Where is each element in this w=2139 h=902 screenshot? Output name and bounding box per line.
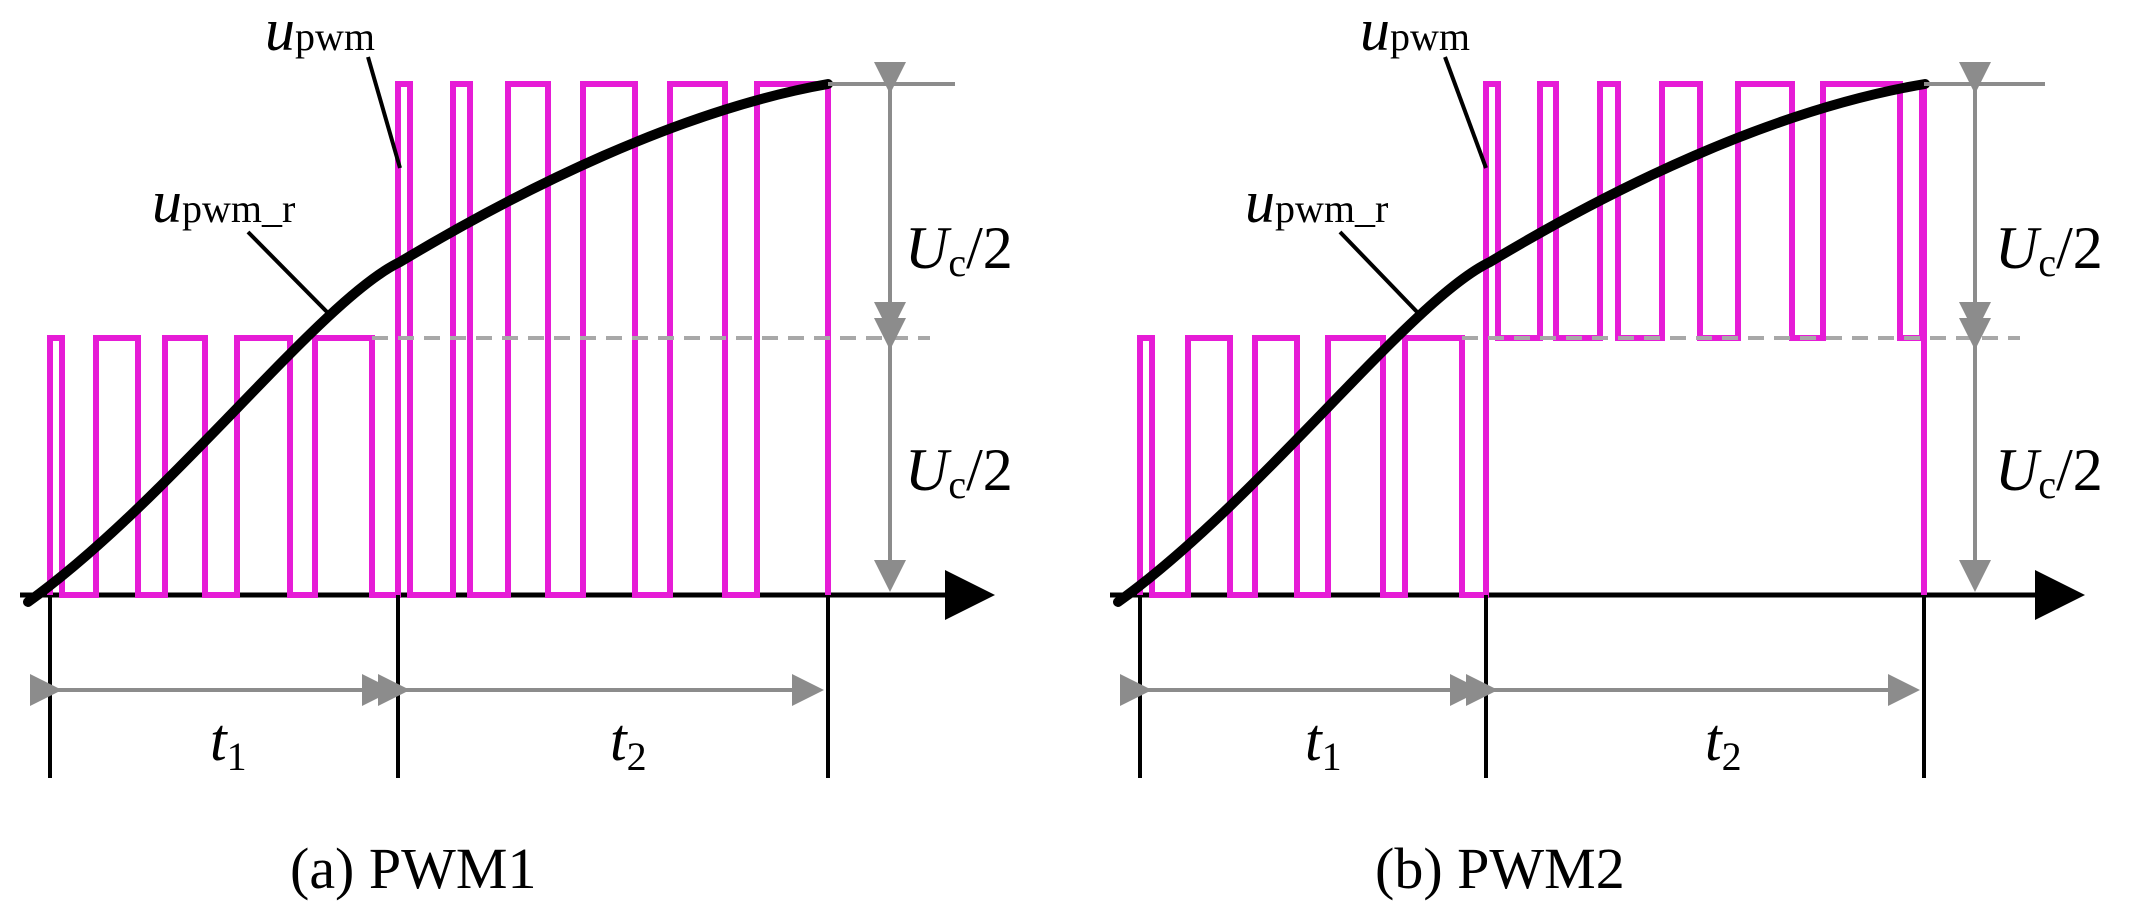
panel-a-upwm-leader bbox=[366, 56, 402, 169]
panel-a-lower-uc-label: Uc/2 bbox=[905, 437, 1013, 507]
panel-b-upwm-leader bbox=[1443, 56, 1488, 169]
panel-b-upwmr-label: upwm_r bbox=[1245, 169, 1388, 235]
panel-a-pwm-waveform bbox=[47, 81, 831, 598]
panel-a-upper-uc-label: Uc/2 bbox=[905, 215, 1013, 285]
panel-a-upwmr-label: upwm_r bbox=[152, 169, 295, 235]
panel-a-upwm-label: upwm bbox=[265, 0, 375, 63]
panel-b-reference-curve bbox=[1113, 79, 1930, 607]
panel-a-upwmr-leader bbox=[246, 230, 332, 317]
panel-a-t1-label: t1 bbox=[210, 707, 247, 779]
panel-a-t2-label: t2 bbox=[610, 707, 647, 779]
panel-b-t1-label: t1 bbox=[1305, 707, 1342, 779]
panel-b-lower-uc-label: Uc/2 bbox=[1995, 437, 2103, 507]
panel-b: upwm upwm_r Uc/2 Uc/2 t1 t2 (b) PWM2 bbox=[1110, 0, 2103, 901]
panel-b-upwm-label: upwm bbox=[1360, 0, 1470, 63]
panel-a-caption: (a) PWM1 bbox=[290, 836, 536, 901]
panel-b-t2-label: t2 bbox=[1705, 707, 1742, 779]
panel-b-upper-uc-label: Uc/2 bbox=[1995, 215, 2103, 285]
panel-a: upwm upwm_r Uc/2 Uc/2 t1 t2 (a) PWM1 bbox=[20, 0, 1013, 901]
panel-b-caption: (b) PWM2 bbox=[1375, 836, 1625, 901]
panel-a-reference-curve bbox=[23, 79, 833, 607]
panel-b-upwmr-leader bbox=[1338, 230, 1422, 317]
